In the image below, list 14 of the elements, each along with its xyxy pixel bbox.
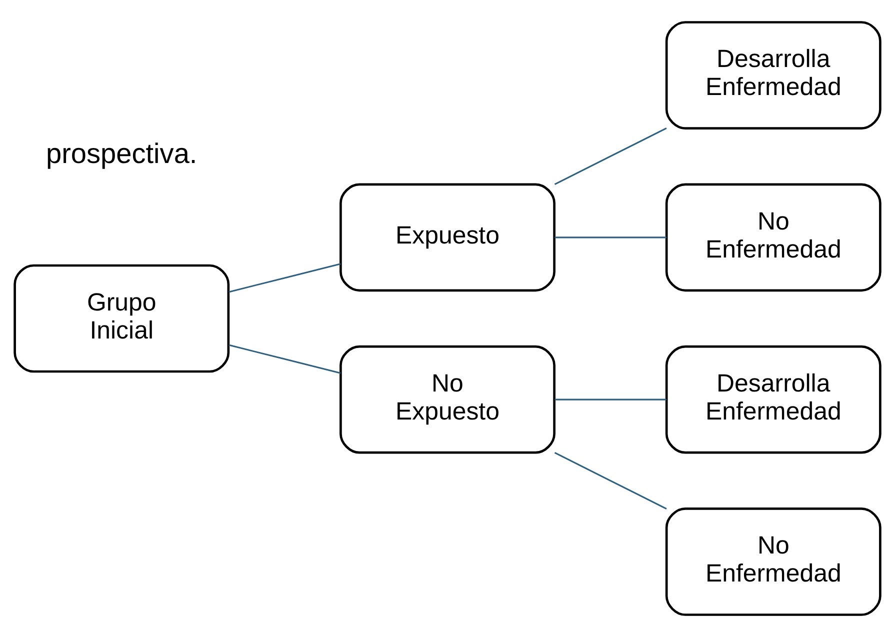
node-box: Expuesto — [340, 183, 556, 292]
node-box: Grupo Inicial — [14, 264, 230, 373]
node-box: Desarrolla Enfermedad — [665, 345, 882, 454]
connector — [554, 452, 667, 510]
connector — [554, 398, 666, 400]
node-box: No Enfermedad — [665, 508, 882, 616]
connector — [228, 263, 341, 293]
connector — [554, 236, 666, 238]
node-box: Desarrolla Enfermedad — [665, 21, 882, 130]
node-box: No Enfermedad — [665, 183, 882, 292]
label: prospectiva. — [46, 138, 198, 170]
node-box: No Expuesto — [340, 345, 556, 454]
connector — [228, 344, 341, 374]
connector — [554, 128, 667, 186]
